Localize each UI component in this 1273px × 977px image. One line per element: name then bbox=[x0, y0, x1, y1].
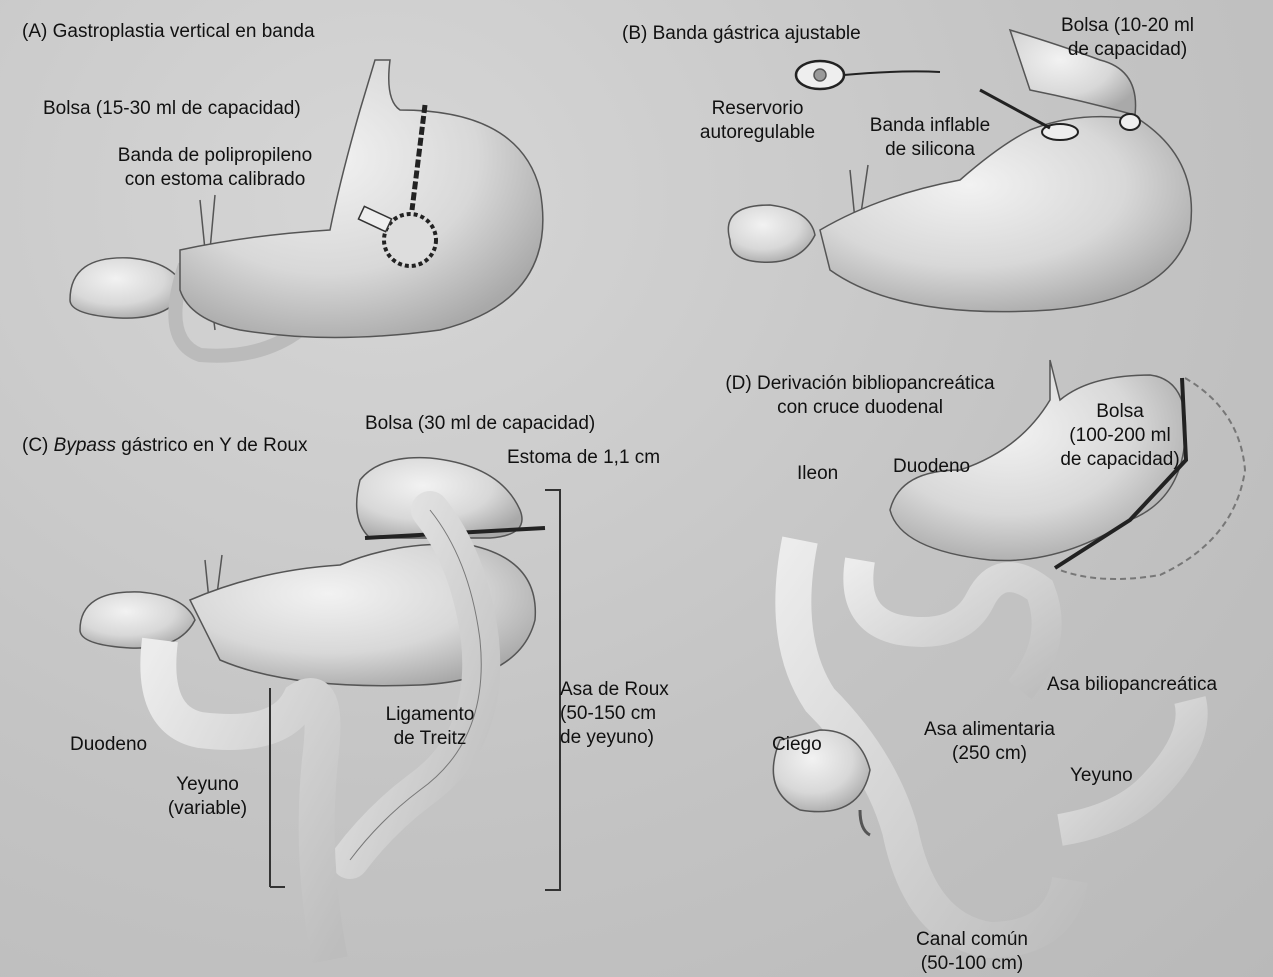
panel-c-title-prefix: (C) bbox=[22, 435, 54, 456]
panel-d-common-channel-label-line1: Canal común bbox=[897, 928, 1047, 952]
panel-b-band-label-line2: de silicona bbox=[860, 138, 1000, 162]
panel-b-band-label: Banda inflable de silicona bbox=[860, 114, 1000, 162]
panel-d-alimentary-label: Asa alimentaria (250 cm) bbox=[912, 718, 1067, 766]
panel-b-pouch-label-line1: Bolsa (10-20 ml bbox=[1050, 14, 1205, 38]
panel-d-ileum-label: Ileon bbox=[797, 462, 838, 486]
panel-c-roux-label-line1: Asa de Roux bbox=[560, 678, 669, 702]
panel-d-pouch-label-line1: Bolsa bbox=[1050, 400, 1190, 424]
panel-d-alimentary-label-line2: (250 cm) bbox=[912, 742, 1067, 766]
panel-c-pouch-label: Bolsa (30 ml de capacidad) bbox=[365, 412, 595, 436]
panel-a-title: (A) Gastroplastia vertical en banda bbox=[22, 20, 315, 44]
panel-d-title: (D) Derivación bibliopancreática con cru… bbox=[705, 372, 1015, 420]
panel-c-roux-label-line3: de yeyuno) bbox=[560, 726, 669, 750]
panel-b-reservoir-label-line1: Reservorio bbox=[690, 97, 825, 121]
panel-d-common-channel-label-line2: (50-100 cm) bbox=[897, 952, 1047, 976]
panel-d-title-line2: con cruce duodenal bbox=[705, 396, 1015, 420]
panel-d-bilio-loop-label: Asa biliopancreática bbox=[1047, 673, 1217, 697]
panel-a-band-label-line1: Banda de polipropileno bbox=[100, 144, 330, 168]
panel-a-pouch-label: Bolsa (15-30 ml de capacidad) bbox=[43, 97, 301, 121]
panel-b-band-label-line1: Banda inflable bbox=[860, 114, 1000, 138]
panel-c-title-italic: Bypass bbox=[54, 435, 116, 456]
panel-a-band-label-line2: con estoma calibrado bbox=[100, 168, 330, 192]
panel-c-stoma-label: Estoma de 1,1 cm bbox=[507, 446, 660, 470]
panel-a-band-label: Banda de polipropileno con estoma calibr… bbox=[100, 144, 330, 192]
panel-b-pouch-label-line2: de capacidad) bbox=[1050, 38, 1205, 62]
panel-d-duodenum-label: Duodeno bbox=[893, 455, 970, 479]
panel-d-common-channel-label: Canal común (50-100 cm) bbox=[897, 928, 1047, 976]
panel-c-title: (C) Bypass gástrico en Y de Roux bbox=[22, 434, 308, 458]
panel-c-jejunum-label-line2: (variable) bbox=[155, 797, 260, 821]
panel-b-reservoir-label-line2: autoregulable bbox=[690, 121, 825, 145]
panel-b-pouch-label: Bolsa (10-20 ml de capacidad) bbox=[1050, 14, 1205, 62]
panel-d-pouch-label: Bolsa (100-200 ml de capacidad) bbox=[1050, 400, 1190, 472]
panel-c-title-suffix: gástrico en Y de Roux bbox=[116, 435, 308, 456]
panel-d-title-line1: (D) Derivación bibliopancreática bbox=[705, 372, 1015, 396]
panel-d-cecum-label: Ciego bbox=[772, 733, 822, 757]
panel-c-roux-label-line2: (50-150 cm bbox=[560, 702, 669, 726]
panel-d-jejunum-label: Yeyuno bbox=[1070, 764, 1133, 788]
panel-d-pouch-label-line3: de capacidad) bbox=[1050, 448, 1190, 472]
panel-d-pouch-label-line2: (100-200 ml bbox=[1050, 424, 1190, 448]
panel-c-ligament-label-line2: de Treitz bbox=[370, 727, 490, 751]
panel-c-ligament-label: Ligamento de Treitz bbox=[370, 703, 490, 751]
panel-c-jejunum-label: Yeyuno (variable) bbox=[155, 773, 260, 821]
panel-b-illustration bbox=[728, 30, 1191, 312]
panel-b-title: (B) Banda gástrica ajustable bbox=[622, 22, 861, 46]
panel-b-reservoir-label: Reservorio autoregulable bbox=[690, 97, 825, 145]
panel-c-duodenum-label: Duodeno bbox=[70, 733, 147, 757]
panel-d-alimentary-label-line1: Asa alimentaria bbox=[912, 718, 1067, 742]
panel-c-ligament-label-line1: Ligamento bbox=[370, 703, 490, 727]
panel-c-roux-label: Asa de Roux (50-150 cm de yeyuno) bbox=[560, 678, 669, 750]
panel-c-jejunum-label-line1: Yeyuno bbox=[155, 773, 260, 797]
